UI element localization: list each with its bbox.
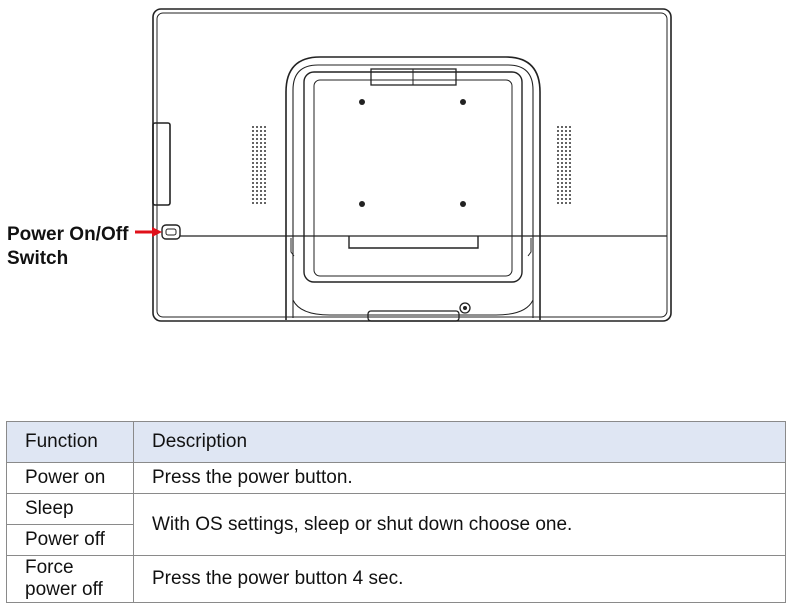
side-cover: [152, 122, 171, 206]
power-switch-callout: Power On/Off Switch: [7, 223, 128, 271]
speaker-grille-left: [252, 126, 266, 204]
cell-description-sleep-power-off: With OS settings, sleep or shut down cho…: [133, 493, 786, 556]
cell-function-power-off: Power off: [6, 524, 134, 556]
power-function-table: Function Description Power on Press the …: [6, 421, 786, 603]
force-label-line1: Force: [25, 557, 74, 578]
hinge-block: [303, 71, 523, 283]
stand-inner-frame: [292, 64, 534, 318]
callout-label-line1: Power On/Off: [7, 224, 129, 245]
vesa-holes: [359, 99, 466, 207]
header-function: Function: [6, 421, 134, 463]
table-row: Power off: [6, 524, 786, 556]
table-row: Sleep With OS settings, sleep or shut do…: [6, 493, 786, 556]
cell-description-power-on: Press the power button.: [133, 462, 786, 494]
table-row: Force power off Press the power button 4…: [6, 555, 786, 603]
stand-outer: [285, 56, 541, 320]
header-description: Description: [133, 421, 786, 463]
cell-description-force-power-off: Press the power button 4 sec.: [133, 555, 786, 603]
bottom-tab: [367, 310, 460, 322]
power-switch: [161, 224, 181, 240]
stand-base: [292, 299, 534, 316]
table-header-row: Function Description: [6, 421, 786, 463]
monitor-rear-view-diagram: [135, 8, 672, 322]
screw-hole: [459, 302, 471, 314]
cell-function-force-power-off: Force power off: [6, 555, 134, 603]
speaker-grille-right: [557, 126, 571, 204]
hinge-inner: [313, 79, 513, 277]
cell-function-sleep: Sleep: [6, 493, 134, 525]
callout-arrow: [135, 227, 162, 237]
cell-function-power-on: Power on: [6, 462, 134, 494]
monitor-housing-inner: [156, 12, 668, 318]
force-label-line2: power off: [25, 579, 103, 600]
callout-label-line2: Switch: [7, 248, 69, 269]
lower-latch: [348, 236, 479, 249]
monitor-housing: [152, 8, 672, 322]
table-row: Power on Press the power button.: [6, 462, 786, 494]
